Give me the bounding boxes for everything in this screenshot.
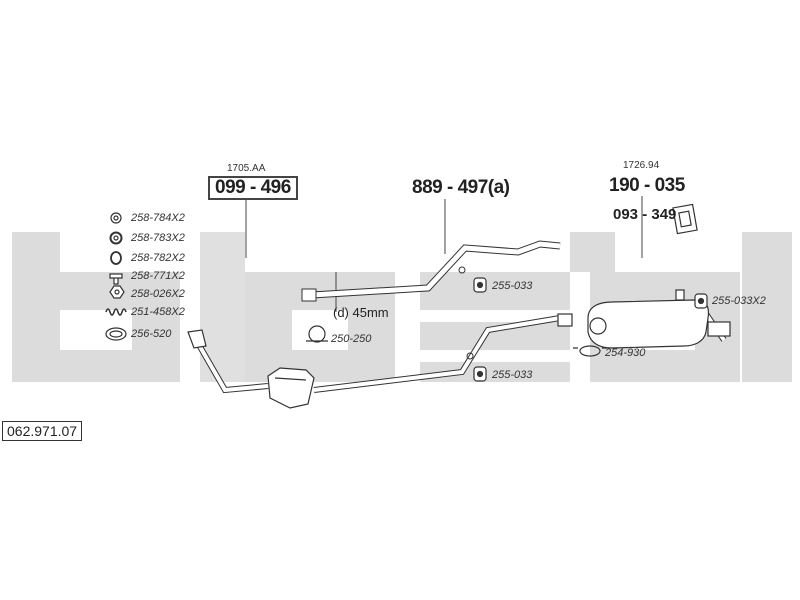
pipe-diameter: (d) 45mm xyxy=(333,305,389,320)
hanger-label: 255-033 xyxy=(492,280,533,292)
catalog-number: 062.971.07 xyxy=(2,421,83,441)
front-pipe-catalyst xyxy=(187,313,573,409)
fitting-kit-part-number: 093 - 349 xyxy=(613,206,677,223)
accessory-label: 258-782X2 xyxy=(131,252,185,264)
rear-silencer-part-number: 190 - 035 xyxy=(609,175,685,196)
front-pipe-ref: 1705.AA xyxy=(227,163,266,174)
rear-silencer-ref: 1726.94 xyxy=(623,160,660,171)
clamp-label: 250-250 xyxy=(331,333,372,345)
fitting-kit-icon xyxy=(672,203,698,235)
middle-pipe xyxy=(301,240,561,360)
clamp-label: 254-930 xyxy=(605,347,646,359)
accessory-label: 251-458X2 xyxy=(131,306,185,318)
middle-pipe-part-number: 889 - 497(a) xyxy=(412,177,510,198)
bosal-watermark xyxy=(12,232,792,382)
rear-silencer xyxy=(587,289,731,349)
hanger-label: 255-033 xyxy=(492,369,533,381)
front-pipe-part-number: 099 - 496 xyxy=(208,176,298,200)
accessory-label: 258-771X2 xyxy=(131,270,185,282)
accessory-label: 258-026X2 xyxy=(131,288,185,300)
accessory-label: 258-783X2 xyxy=(131,232,185,244)
rubber-hanger-icon xyxy=(473,277,708,382)
accessory-icons xyxy=(105,212,127,341)
accessory-label: 258-784X2 xyxy=(131,212,185,224)
clamp-icon xyxy=(306,325,607,357)
accessory-label: 256-520 xyxy=(131,328,172,340)
hanger-label: 255-033X2 xyxy=(712,295,766,307)
